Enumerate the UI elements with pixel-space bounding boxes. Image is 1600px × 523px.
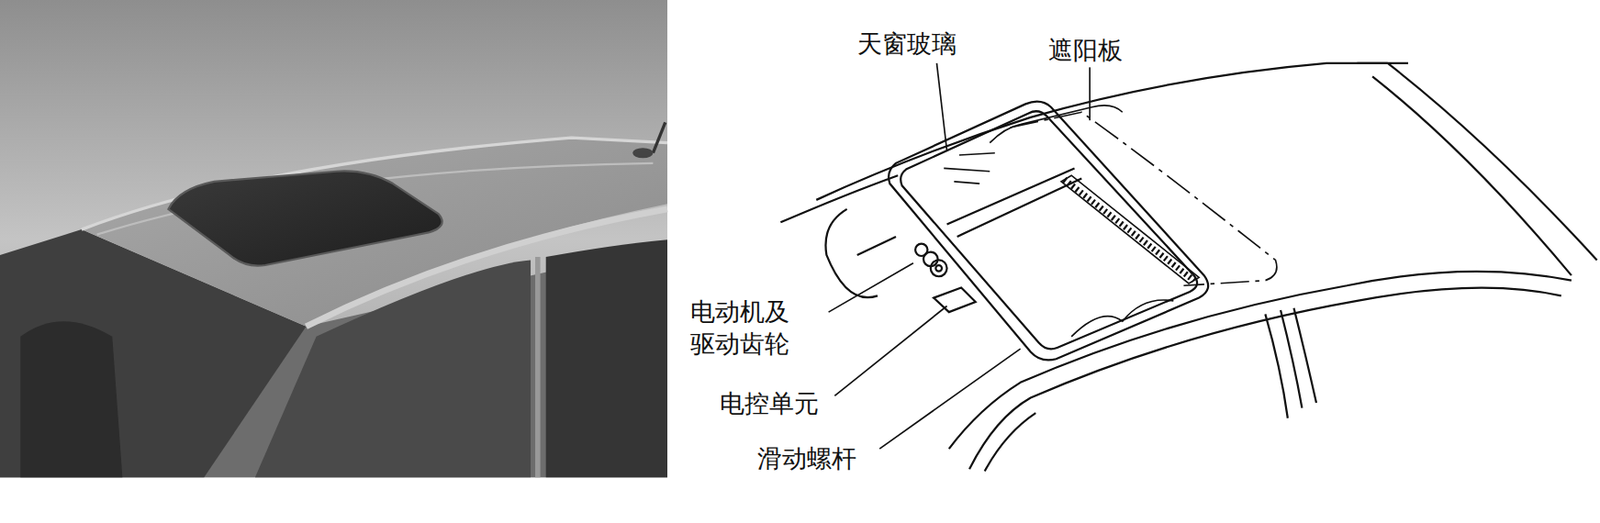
part-label: 电控单元	[719, 387, 819, 420]
part-label: 电动机及驱动齿轮	[686, 295, 793, 360]
part-label: 遮阳板	[1048, 33, 1123, 67]
car-photo	[0, 0, 668, 478]
part-label: 滑动螺杆	[757, 442, 857, 475]
part-label: 天窗玻璃	[857, 27, 957, 60]
sunroof-drawing	[780, 63, 1597, 472]
